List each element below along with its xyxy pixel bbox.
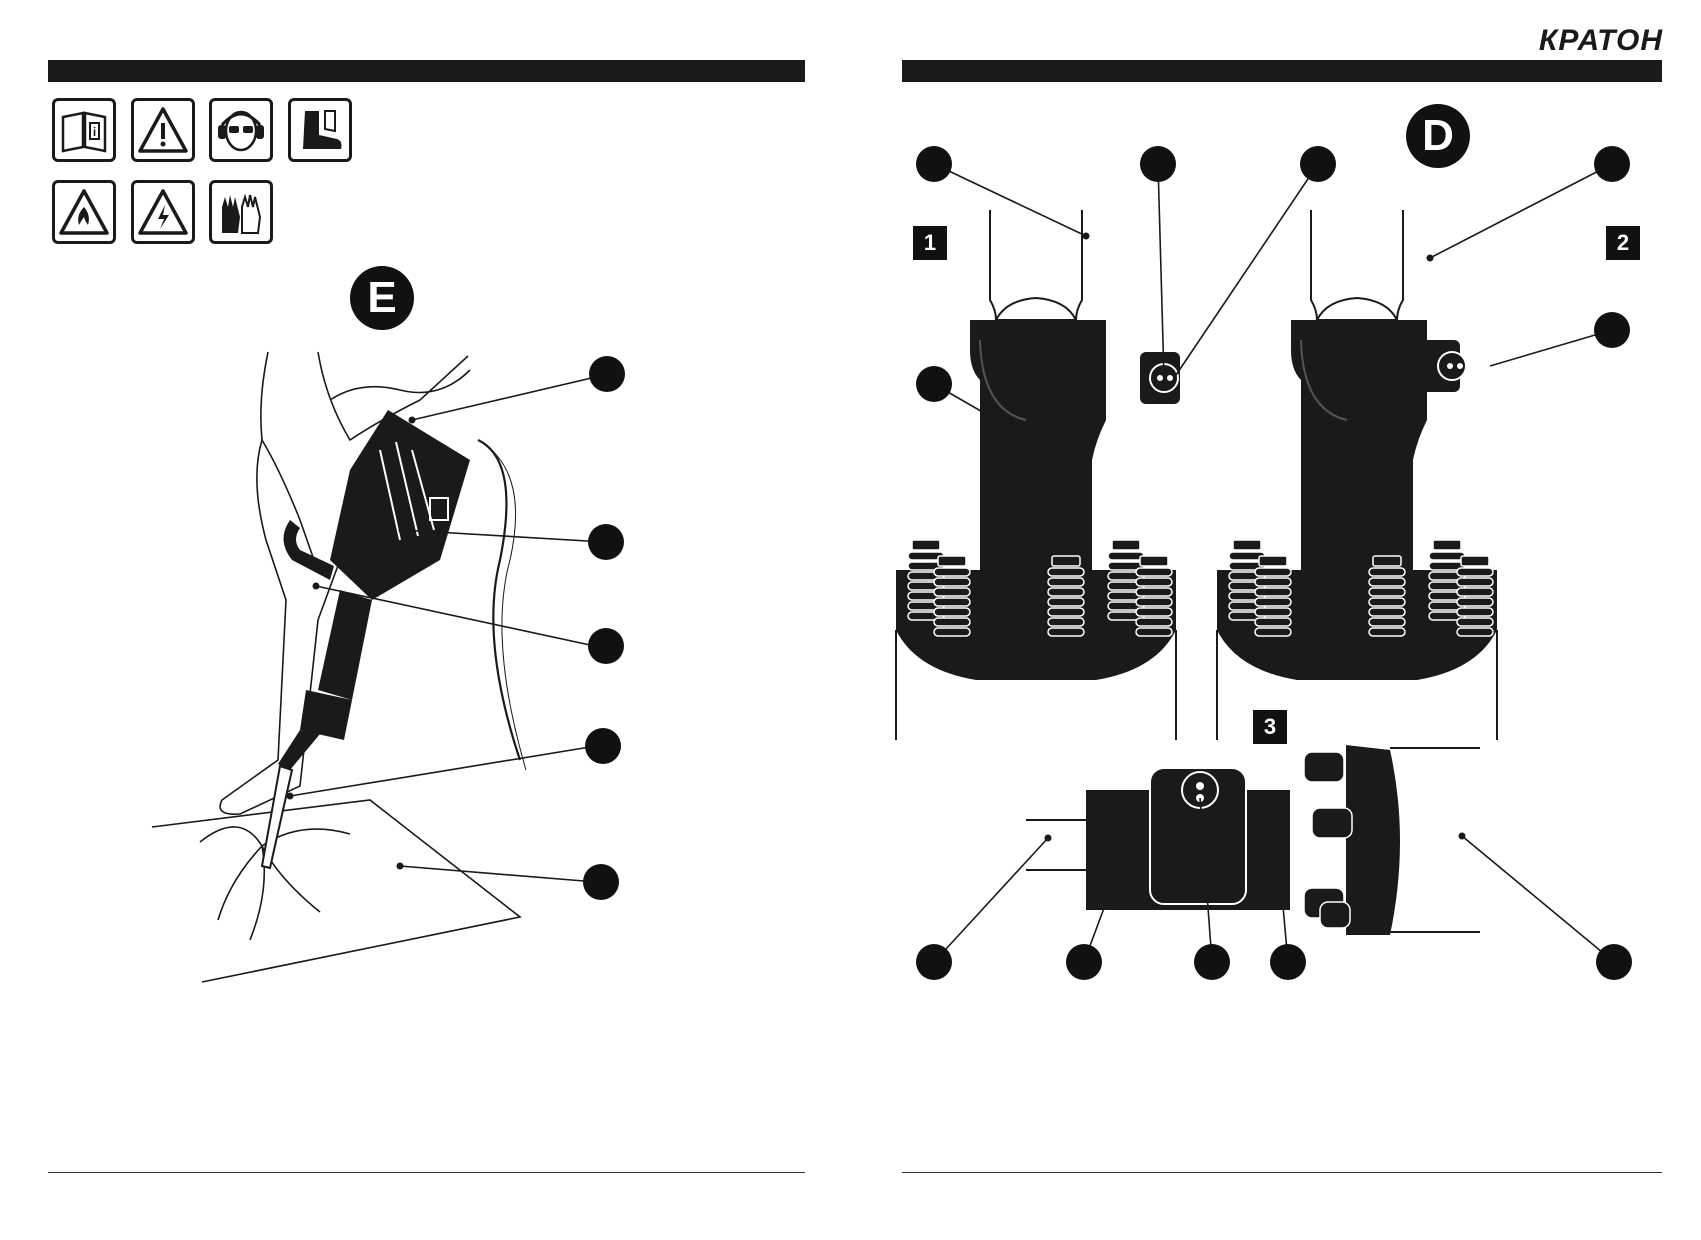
callout-marker: [588, 524, 624, 560]
callout-marker: [916, 146, 952, 182]
left-page: i E: [0, 0, 850, 1240]
callout-marker: [1594, 146, 1630, 182]
demolition-hammer-usage-illustration: [151, 351, 605, 983]
callout-marker: [589, 356, 625, 392]
protective-gloves-icon: [209, 180, 273, 244]
callout-marker: [1140, 146, 1176, 182]
electric-shock-icon: [131, 180, 195, 244]
safety-boots-icon: [288, 98, 352, 162]
chisel-holder-illustration: [850, 163, 1615, 963]
callout-marker: [1270, 944, 1306, 980]
callout-marker: [1596, 944, 1632, 980]
view-label-2: 2: [1606, 226, 1640, 260]
callout-marker: [583, 864, 619, 900]
footer-line: [48, 1172, 805, 1173]
view-label-3: 3: [1253, 710, 1287, 744]
callout-marker: [1300, 146, 1336, 182]
callout-marker: [916, 944, 952, 980]
header-bar: [48, 60, 805, 82]
svg-text:i: i: [93, 125, 96, 139]
read-manual-icon: i: [52, 98, 116, 162]
section-letter-e: E: [350, 266, 414, 330]
header-bar: [902, 60, 1662, 82]
warning-icon: [131, 98, 195, 162]
callout-marker: [1594, 312, 1630, 348]
callout-marker: [585, 728, 621, 764]
right-page: КРАТОН D 1 2 3: [850, 0, 1701, 1240]
callout-marker: [1194, 944, 1230, 980]
view-label-1: 1: [913, 226, 947, 260]
footer-line: [902, 1172, 1662, 1173]
section-letter-d: D: [1406, 104, 1470, 168]
callout-marker: [588, 628, 624, 664]
callout-marker: [1066, 944, 1102, 980]
brand-logo: КРАТОН: [1538, 24, 1663, 57]
callout-marker: [916, 366, 952, 402]
ear-eye-protection-icon: [209, 98, 273, 162]
fire-hazard-icon: [52, 180, 116, 244]
